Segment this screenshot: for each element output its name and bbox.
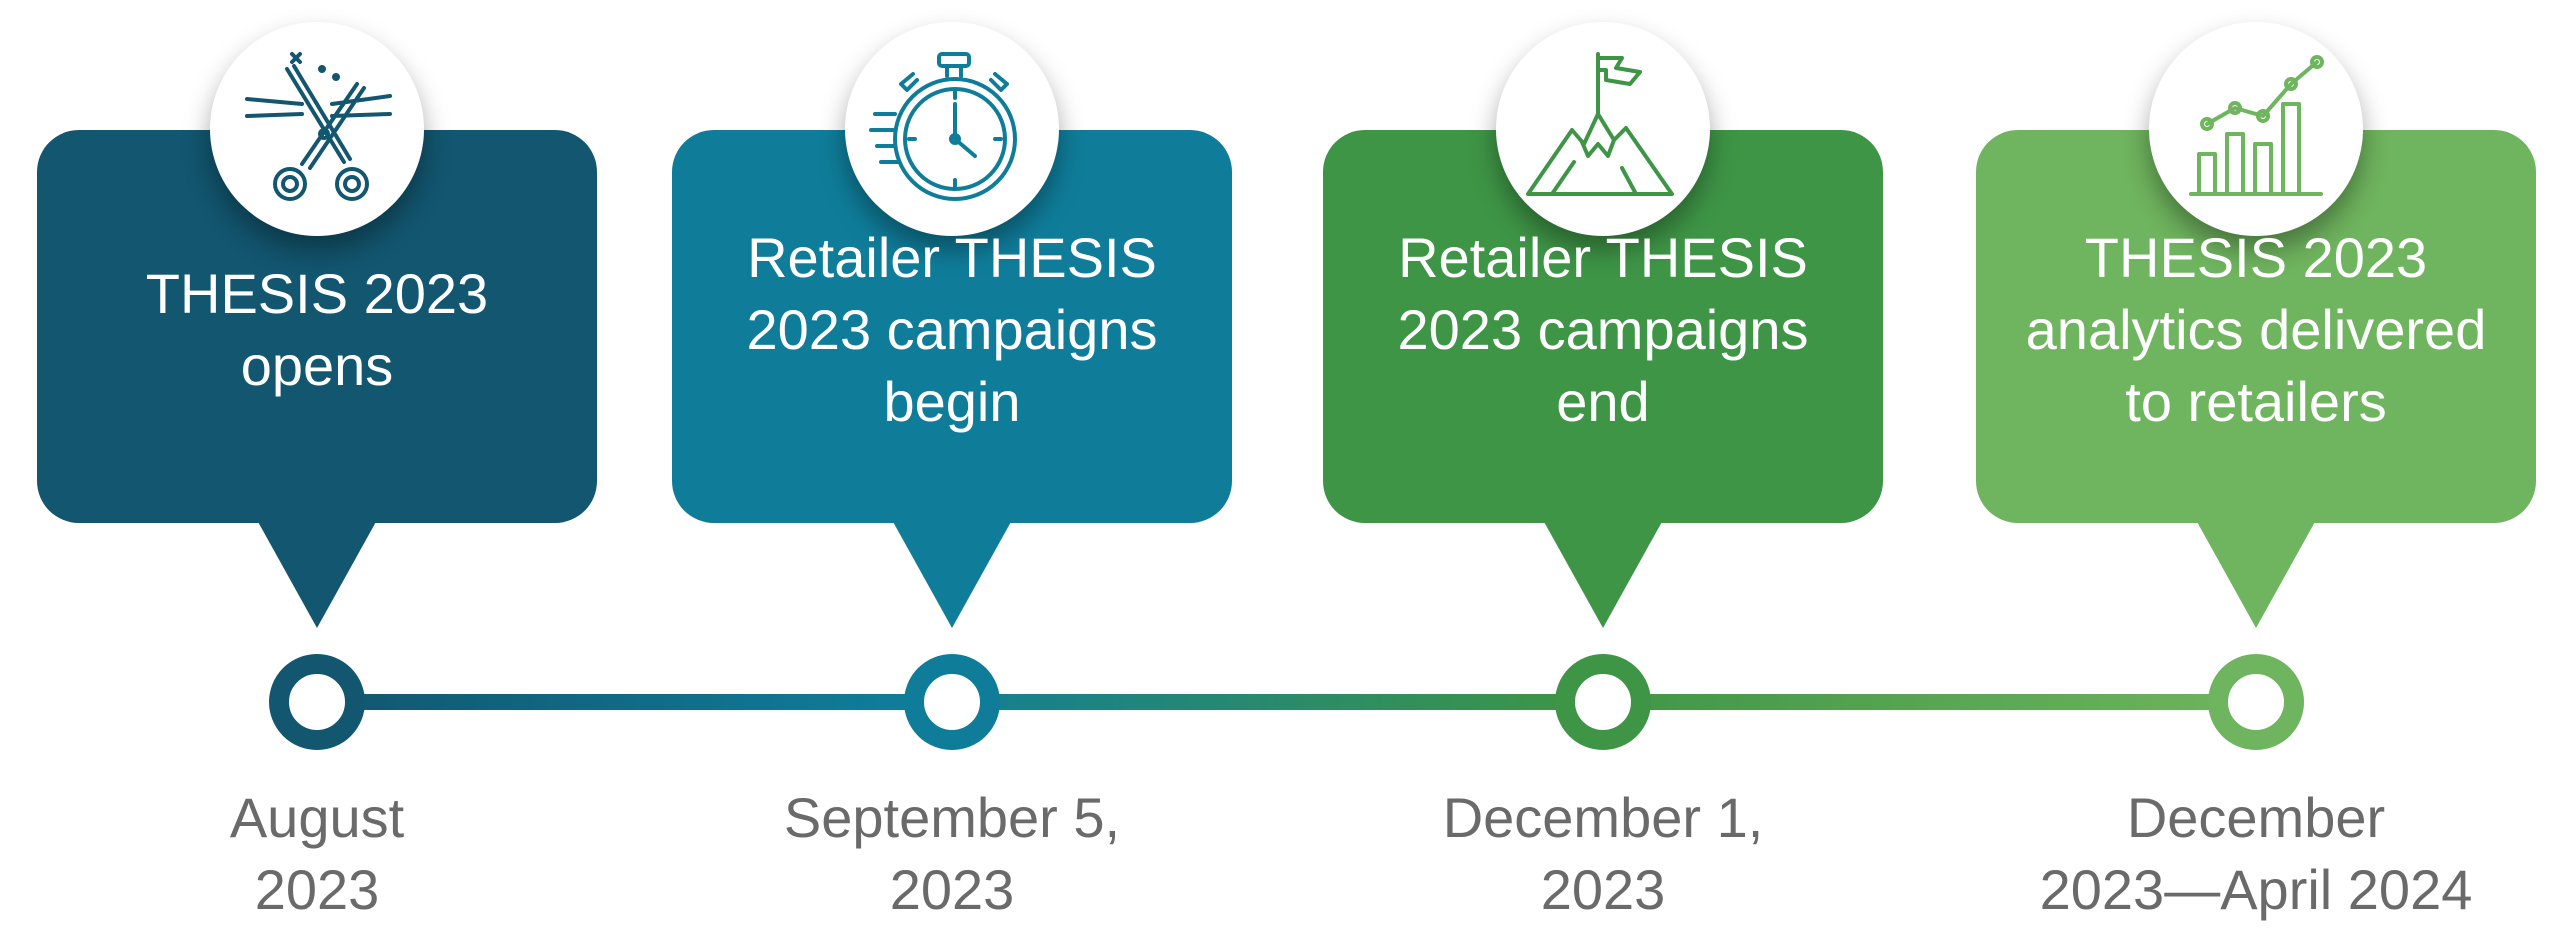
icon-badge bbox=[210, 22, 424, 236]
milestone-date: December 2023—April 2024 bbox=[2039, 786, 2473, 921]
card-pointer bbox=[2196, 520, 2316, 628]
milestone-title-box: Retailer THESIS 2023 campaigns end bbox=[1343, 150, 1863, 510]
milestone-date: August 2023 bbox=[229, 786, 405, 921]
icon-badge bbox=[2149, 22, 2363, 236]
milestone-thesis-opens: THESIS 2023 opens August 2023 bbox=[37, 0, 597, 943]
milestone-title-box: Retailer THESIS 2023 campaigns begin bbox=[692, 150, 1212, 510]
milestone-date: September 5, 2023 bbox=[783, 786, 1121, 921]
milestone-campaigns-end: Retailer THESIS 2023 campaigns end Decem… bbox=[1323, 0, 1883, 943]
milestone-campaigns-begin: Retailer THESIS 2023 campaigns begin Sep… bbox=[672, 0, 1232, 943]
milestone-title: THESIS 2023 analytics delivered to retai… bbox=[2025, 226, 2487, 433]
milestone-title: Retailer THESIS 2023 campaigns end bbox=[1397, 226, 1809, 433]
milestone-title-box: THESIS 2023 analytics delivered to retai… bbox=[1996, 150, 2516, 510]
milestone-title: THESIS 2023 opens bbox=[145, 262, 489, 397]
timeline-node bbox=[269, 654, 365, 750]
milestone-title: Retailer THESIS 2023 campaigns begin bbox=[746, 226, 1158, 433]
timeline-node bbox=[1555, 654, 1651, 750]
scissors-cutting-ribbon-icon bbox=[245, 52, 392, 201]
stopwatch-icon bbox=[869, 52, 1017, 201]
card-pointer bbox=[892, 520, 1012, 628]
timeline-line bbox=[317, 694, 2253, 710]
icon-badge bbox=[1496, 22, 1710, 236]
milestone-analytics-delivered: THESIS 2023 analytics delivered to retai… bbox=[1976, 0, 2536, 943]
timeline-node bbox=[2208, 654, 2304, 750]
icon-badge bbox=[845, 22, 1059, 236]
bar-chart-growth-icon bbox=[2189, 55, 2324, 196]
mountain-flag-icon bbox=[1526, 52, 1674, 196]
milestone-date: December 1, 2023 bbox=[1442, 786, 1764, 921]
card-pointer bbox=[257, 520, 377, 628]
timeline-node bbox=[904, 654, 1000, 750]
card-pointer bbox=[1543, 520, 1663, 628]
milestone-title-box: THESIS 2023 opens bbox=[57, 150, 577, 510]
